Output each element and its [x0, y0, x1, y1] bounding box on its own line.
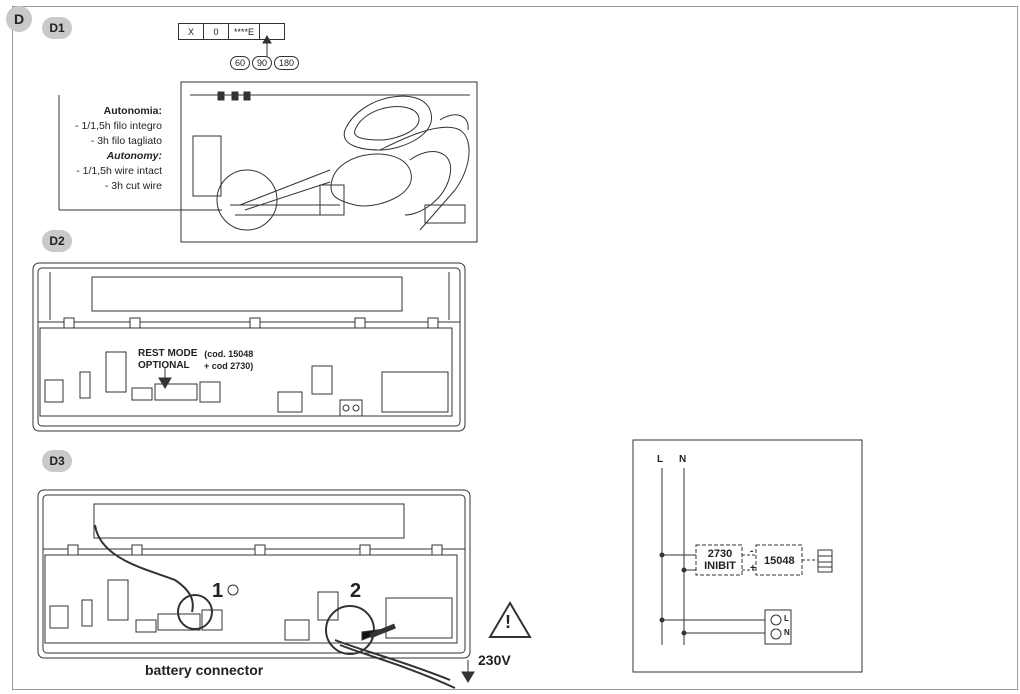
wire-l-label: L — [657, 454, 664, 465]
autonomy-en-title: Autonomy: — [106, 150, 162, 162]
code-cell: ****E — [228, 23, 260, 40]
code-ref-line1: (cod. 15048 — [204, 349, 254, 359]
option-60: 60 — [230, 56, 251, 70]
terminal-l-label: L — [784, 614, 789, 623]
panel-d3-badge: D3 — [42, 450, 72, 472]
section-badge: D — [6, 6, 32, 32]
battery-connector-label: battery connector — [145, 662, 264, 678]
option-180: 180 — [274, 56, 300, 70]
autonomy-it-line: - 3h filo tagliato — [90, 135, 162, 147]
inibit-box-label: 2730 INIBIT — [701, 548, 739, 572]
inibit-code: 2730 — [707, 548, 733, 560]
wire-n-label: N — [679, 454, 687, 465]
module-15048-label: 15048 — [764, 555, 795, 567]
autonomy-it-line: - 1/1,5h filo integro — [75, 120, 162, 132]
minus-label: - — [750, 546, 754, 557]
panel-d2-badge: D2 — [42, 230, 72, 252]
autonomy-it-title: Autonomia: — [103, 105, 162, 117]
plus-label: + — [750, 563, 756, 574]
code-ref-label: (cod. 15048 + cod 2730) — [204, 348, 253, 372]
optional-text: OPTIONAL — [138, 360, 190, 371]
autonomy-options: 60 90 180 — [230, 56, 300, 70]
option-90: 90 — [252, 56, 273, 70]
code-cell — [259, 23, 285, 40]
figure-frame — [12, 6, 1018, 690]
step-2-label: 2 — [350, 580, 362, 602]
terminal-n-label: N — [784, 628, 790, 637]
autonomy-note: Autonomia: - 1/1,5h filo integro - 3h fi… — [60, 104, 162, 194]
autonomy-en-line: - 1/1,5h wire intact — [76, 165, 162, 177]
autonomy-en-line: - 3h cut wire — [104, 180, 162, 192]
code-ref-line2: + cod 2730) — [204, 361, 254, 371]
rest-mode-label: REST MODE OPTIONAL — [138, 348, 197, 372]
step-1-label: 1 — [212, 580, 224, 602]
code-box: X 0 ****E — [178, 23, 285, 40]
rest-mode-text: REST MODE — [138, 348, 198, 359]
panel-d1-badge: D1 — [42, 17, 72, 39]
warning-icon: ! — [505, 612, 511, 632]
inibit-text: INIBIT — [704, 560, 736, 572]
voltage-label: 230V — [478, 652, 511, 668]
